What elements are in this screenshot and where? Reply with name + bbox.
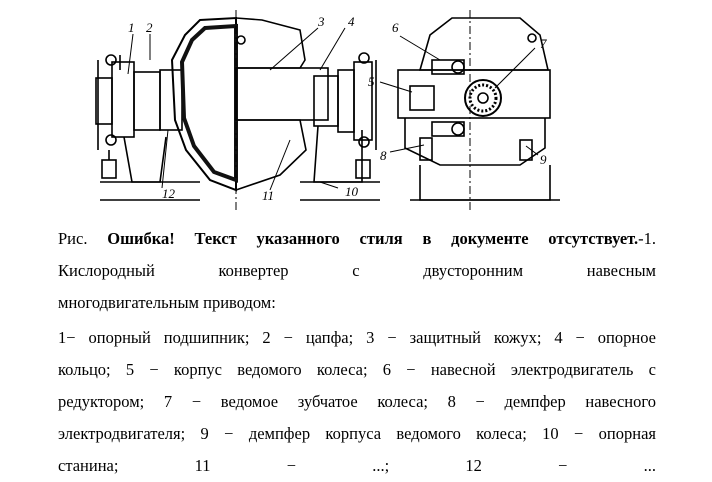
caption-error-text: Ошибка! Текст указанного стиля в докумен… — [107, 229, 639, 248]
callout-7: 7 — [540, 36, 547, 51]
callout-12: 12 — [162, 186, 176, 201]
converter-drawing: 1 2 3 4 5 6 7 8 9 10 11 12 — [95, 10, 560, 210]
callout-2: 2 — [146, 20, 153, 35]
figure-caption: Рис. Ошибка! Текст указанного стиля в до… — [58, 229, 656, 249]
caption-prefix: Рис. — [58, 229, 88, 248]
callout-3: 3 — [317, 14, 325, 29]
callout-9: 9 — [540, 152, 547, 167]
callout-6: 6 — [392, 20, 399, 35]
caption-title-word: с — [352, 261, 360, 280]
callout-4: 4 — [348, 14, 355, 29]
legend-line: 1− опорный подшипник; 2 − цапфа; 3 − защ… — [58, 328, 656, 347]
legend-line: кольцо; 5 − корпус ведомого колеса; 6 − … — [58, 360, 656, 379]
callout-5: 5 — [368, 74, 375, 89]
callout-8: 8 — [380, 148, 387, 163]
caption-title-word: Кислородный — [58, 261, 155, 280]
caption-title-word: конвертер — [218, 261, 289, 280]
legend-line: станина; 11 − ...; 12 − ... — [58, 456, 656, 475]
caption-title-word: двусторонним — [423, 261, 524, 280]
callout-11: 11 — [262, 188, 274, 203]
callout-10: 10 — [345, 184, 359, 199]
legend-line: редуктором; 7 − ведомое зубчатое колеса;… — [58, 392, 656, 411]
caption-title-word: навесным — [586, 261, 656, 280]
legend-line: электродвигателя; 9 − демпфер корпуса ве… — [58, 424, 656, 443]
caption-title: Кислородный конвертер с двусторонним нав… — [58, 261, 656, 281]
caption-title-line2: многодвигательным приводом: — [58, 293, 276, 312]
callout-1: 1 — [128, 20, 135, 35]
caption-number: -1. — [638, 229, 657, 248]
legend: 1− опорный подшипник; 2 − цапфа; 3 − защ… — [58, 322, 656, 482]
